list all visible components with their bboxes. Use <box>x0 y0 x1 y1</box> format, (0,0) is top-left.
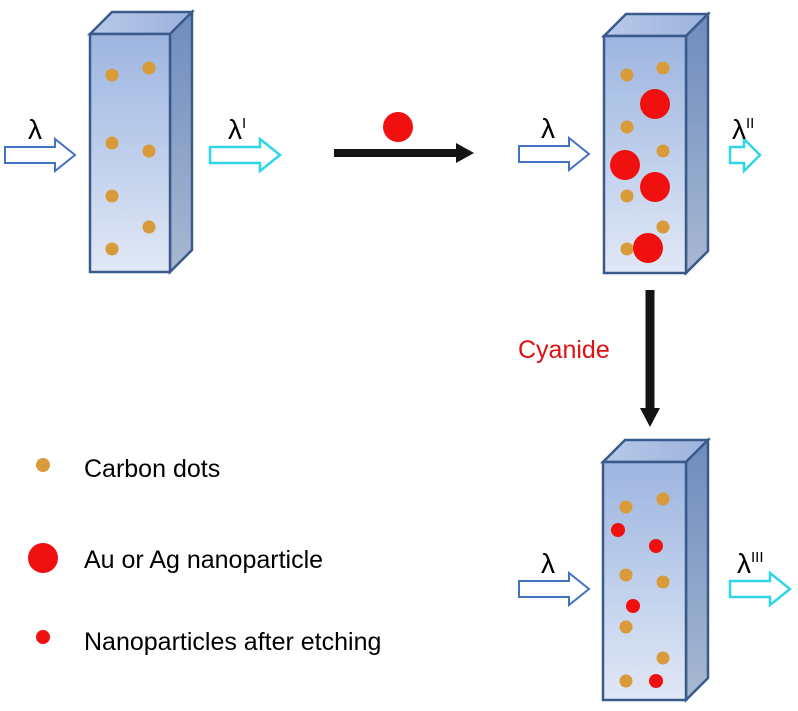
lambda-label-3: λ <box>541 548 555 579</box>
nanoparticle <box>633 233 663 263</box>
legend: Carbon dots Au or Ag nanoparticle Nanopa… <box>28 455 381 656</box>
cuvette-3-carbon-dots <box>619 492 670 688</box>
carbon-dot <box>656 61 670 75</box>
lambda-double-prime-label: λII <box>732 114 754 145</box>
carbon-dot <box>142 144 156 158</box>
legend-etched-label: Nanoparticles after etching <box>84 628 381 656</box>
etched-nanoparticle <box>649 539 663 553</box>
emission-arrow-3 <box>728 570 793 608</box>
carbon-dot <box>656 651 670 665</box>
legend-etched-swatch <box>36 630 50 644</box>
nanoparticle <box>640 172 670 202</box>
lambda-triple-prime-sup: III <box>751 549 764 566</box>
etched-nanoparticle <box>649 674 663 688</box>
carbon-dot <box>619 674 633 688</box>
carbon-dot <box>656 144 670 158</box>
carbon-dot <box>105 242 119 256</box>
incident-arrow-3 <box>518 570 591 608</box>
lambda-symbol: λ <box>732 114 746 145</box>
etched-nanoparticle <box>626 599 640 613</box>
lambda-symbol: λ <box>737 548 751 579</box>
cuvette-3-side <box>684 436 710 704</box>
emission-arrow-2 <box>728 135 762 175</box>
lambda-double-prime-sup: II <box>746 115 754 132</box>
cuvette-1-carbon-dots <box>105 61 156 256</box>
carbon-dot <box>105 68 119 82</box>
cuvette-2 <box>600 10 712 277</box>
lambda-prime-label: λI <box>228 114 246 145</box>
incident-arrow-1 <box>4 136 77 174</box>
cuvette-2-carbon-dots <box>620 61 670 256</box>
carbon-dot <box>142 61 156 75</box>
carbon-dot <box>619 568 633 582</box>
cuvette-2-nanoparticles <box>610 89 670 263</box>
lambda-symbol: λ <box>228 114 242 145</box>
carbon-dot <box>620 189 634 203</box>
cuvette-3-front <box>601 460 688 702</box>
legend-carbon-dots-label: Carbon dots <box>84 455 220 483</box>
nanoparticle-marker <box>383 112 413 142</box>
carbon-dot <box>619 500 633 514</box>
etched-nanoparticle <box>611 523 625 537</box>
carbon-dot <box>620 120 634 134</box>
nanoparticle <box>610 150 640 180</box>
cyanide-arrow <box>640 290 660 427</box>
emission-arrow-1 <box>208 136 283 174</box>
cuvette-2-side <box>684 10 710 277</box>
cuvette-1-side <box>168 8 194 276</box>
cyanide-label: Cyanide <box>518 336 610 364</box>
incident-arrow-2 <box>518 135 591 173</box>
lambda-label-1: λ <box>28 114 42 145</box>
cuvette-1-front <box>88 32 172 274</box>
cuvette-3-etched-nanoparticles <box>611 523 663 688</box>
cuvette-1 <box>86 8 196 276</box>
lambda-triple-prime-label: λIII <box>737 548 764 579</box>
carbon-dot <box>620 242 634 256</box>
legend-nanoparticle-swatch <box>28 543 58 573</box>
lambda-prime-sup: I <box>242 115 246 132</box>
carbon-dot <box>656 492 670 506</box>
lambda-label-2: λ <box>541 113 555 144</box>
carbon-dot <box>619 620 633 634</box>
addition-arrow <box>334 112 474 163</box>
nanoparticle <box>640 89 670 119</box>
legend-carbon-dot-swatch <box>36 458 50 472</box>
carbon-dot <box>620 68 634 82</box>
carbon-dot <box>105 136 119 150</box>
carbon-dot <box>105 189 119 203</box>
carbon-dot <box>656 575 670 589</box>
cuvette-3 <box>599 436 712 704</box>
legend-nanoparticle-label: Au or Ag nanoparticle <box>84 546 323 574</box>
addition-arrow-head <box>456 143 474 163</box>
cyanide-arrow-head <box>640 408 660 427</box>
carbon-dot <box>656 220 670 234</box>
carbon-dot <box>142 220 156 234</box>
